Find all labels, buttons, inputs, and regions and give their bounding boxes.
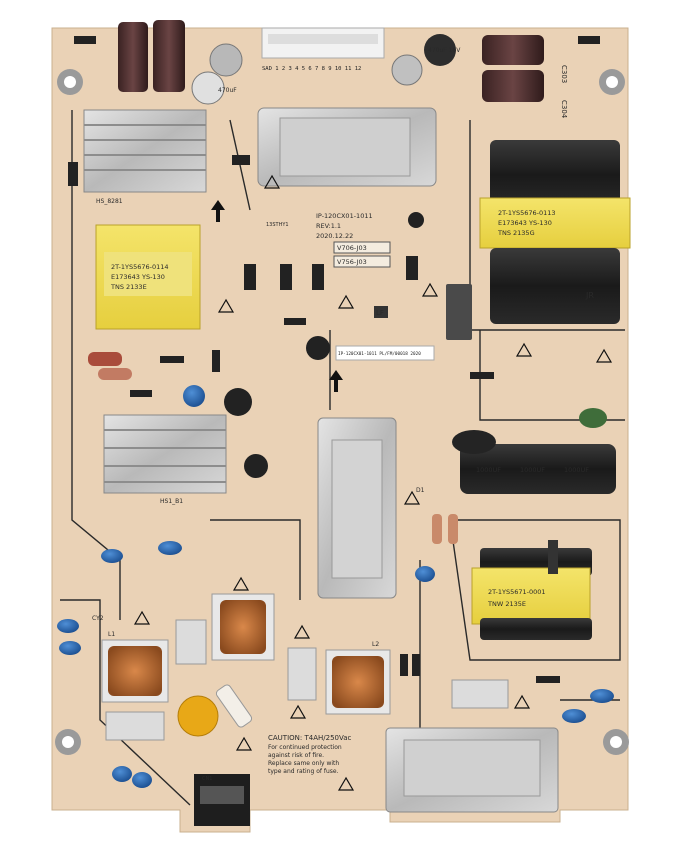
c303-label: C303	[560, 65, 568, 83]
caution-line2: For continued protection	[268, 744, 342, 751]
signal-connector: SAD 1 2 3 4 5 6 7 8 9 10 11 12	[261, 27, 385, 72]
heatsink-center-top	[257, 107, 437, 187]
bulk-capacitor-label-3: 1000UF	[564, 466, 589, 474]
bulk-capacitor-label: 1000UF	[476, 466, 501, 474]
bulk-capacitor: 1000UF 1000UF 1000UF	[452, 430, 616, 494]
transformer-left-line3: TNS 2133E	[110, 283, 147, 291]
transformer-right-line2: E173643 YS-130	[498, 219, 552, 227]
heatsink-mid-left: HS1_B1	[103, 414, 227, 505]
date-label: 2020.12.22	[316, 232, 353, 240]
bulk-capacitor-label-2: 1000UF	[520, 466, 545, 474]
heatsink-mid-label: HS1_B1	[160, 498, 183, 505]
small-cap-label: 470uF	[218, 87, 237, 94]
lf-mark: LF	[376, 309, 384, 317]
transformer-left: 2T-1YS5676-0114 E173643 YS-130 TNS 2133E	[95, 224, 201, 330]
caution-line5: type and rating of fuse.	[268, 768, 339, 775]
transformer-right: 2T-1YS5676-0113 E173643 YS-130 TNS 2135G…	[479, 140, 631, 324]
heatsink-top-left: HS_8281	[83, 109, 207, 205]
heatsink-center-vertical	[317, 417, 397, 599]
board-model-label: IP-120CX01-1011 REV:1.1 2020.12.22 13STH…	[266, 212, 435, 361]
y-capacitors: CY2	[57, 385, 614, 788]
small-cap-label-2: 470uF 16V	[428, 47, 461, 54]
orientation-arrows	[211, 200, 343, 392]
warning-triangles	[133, 174, 613, 791]
mounting-holes	[55, 69, 629, 755]
caution-block: CAUTION: T4AH/250Vac For continued prote…	[268, 734, 352, 775]
transformer-right-line1: 2T-1YS5676-0113	[498, 209, 556, 217]
transformer-bottom-line2: TNW 2135E	[487, 600, 526, 608]
transformer-left-line1: 2T-1YS5676-0114	[111, 263, 169, 271]
cn1-label: CN1	[202, 776, 212, 782]
caution-line3: against risk of fire.	[268, 752, 324, 759]
transformer-right-line3: TNS 2135G	[497, 229, 535, 237]
transformer-left-line2: E173643 YS-130	[111, 273, 165, 281]
x-capacitors	[105, 619, 509, 741]
revision-label: REV:1.1	[316, 222, 341, 230]
caution-line4: Replace same only with	[268, 760, 339, 767]
l2-label: L2	[372, 641, 379, 648]
model-label: IP-120CX01-1011	[316, 212, 373, 220]
transformer-bottom-line1: 2T-1YS5671-0001	[488, 588, 546, 596]
small-code-label: 13STHY1	[266, 222, 289, 228]
caution-line1: CAUTION: T4AH/250Vac	[268, 734, 352, 742]
heatsink-bottom	[385, 727, 559, 813]
resistors: D1	[88, 352, 607, 544]
variant-a-label: V706-J03	[337, 244, 367, 252]
variant-b-label: V756-J03	[337, 258, 367, 266]
connector-pin-labels: SAD 1 2 3 4 5 6 7 8 9 10 11 12	[262, 66, 361, 72]
cy2-label: CY2	[92, 615, 104, 622]
small-components: CN1	[68, 36, 600, 826]
common-mode-chokes: L2 L1	[101, 593, 391, 715]
barcode-sticker-text: IP-120CX01-1011 PL/FM/00018 2020	[338, 351, 421, 357]
transformer-bottom: 2T-1YS5671-0001 TNW 2135E	[471, 548, 592, 640]
thermistor-and-fuse	[177, 684, 253, 737]
electrolytic-capacitors-top: 470uF 470uF 16V C303 C304	[118, 20, 568, 119]
transformer-right-core-mark: JR	[585, 291, 594, 300]
d1-label: D1	[416, 487, 425, 494]
l1-label: L1	[108, 631, 115, 638]
c304-label: C304	[560, 100, 568, 119]
heatsink-top-label: HS_8281	[96, 198, 123, 205]
